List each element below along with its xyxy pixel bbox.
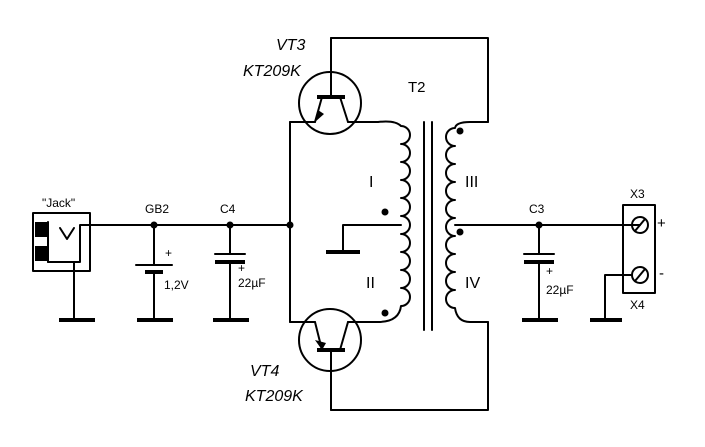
transformer-t2 xyxy=(326,120,489,331)
jack-connector xyxy=(32,212,95,322)
battery-gb2 xyxy=(135,221,173,322)
capacitor-c3 xyxy=(522,221,558,322)
jack-label: "Jack" xyxy=(42,196,75,210)
winding-iv-label: IV xyxy=(465,275,480,292)
terminal-block-x3-x4 xyxy=(590,204,656,322)
x4-label: X4 xyxy=(630,298,645,312)
transistor-vt3 xyxy=(298,37,379,135)
winding-i-label: I xyxy=(369,174,373,191)
gb2-plus: + xyxy=(165,246,172,260)
x3-label: X3 xyxy=(630,187,645,201)
c4-plus: + xyxy=(238,261,245,275)
capacitor-c4 xyxy=(213,221,249,322)
vt4-type-label: KT209K xyxy=(245,388,304,405)
c3-plus: + xyxy=(546,264,553,278)
winding-ii-label: II xyxy=(366,275,375,292)
vt3-type-label: KT209K xyxy=(243,63,302,80)
x4-minus-label: - xyxy=(659,265,664,282)
emitter-bus xyxy=(286,121,316,323)
vt3-ref-label: VT3 xyxy=(276,37,305,54)
gb2-label: GB2 xyxy=(145,202,169,216)
c3-label: C3 xyxy=(529,202,545,216)
c3-value: 22µF xyxy=(546,283,574,297)
t2-label: T2 xyxy=(408,79,426,96)
vt4-collector-wire xyxy=(330,321,489,411)
vt4-ref-label: VT4 xyxy=(250,363,279,380)
gb2-value: 1,2V xyxy=(164,278,189,292)
c4-label: C4 xyxy=(220,202,236,216)
vt3-collector-wire xyxy=(330,37,489,123)
winding-iii-label: III xyxy=(465,174,478,191)
transistor-vt4 xyxy=(298,308,379,411)
c4-value: 22µF xyxy=(238,276,266,290)
x3-plus-label: + xyxy=(657,215,666,232)
